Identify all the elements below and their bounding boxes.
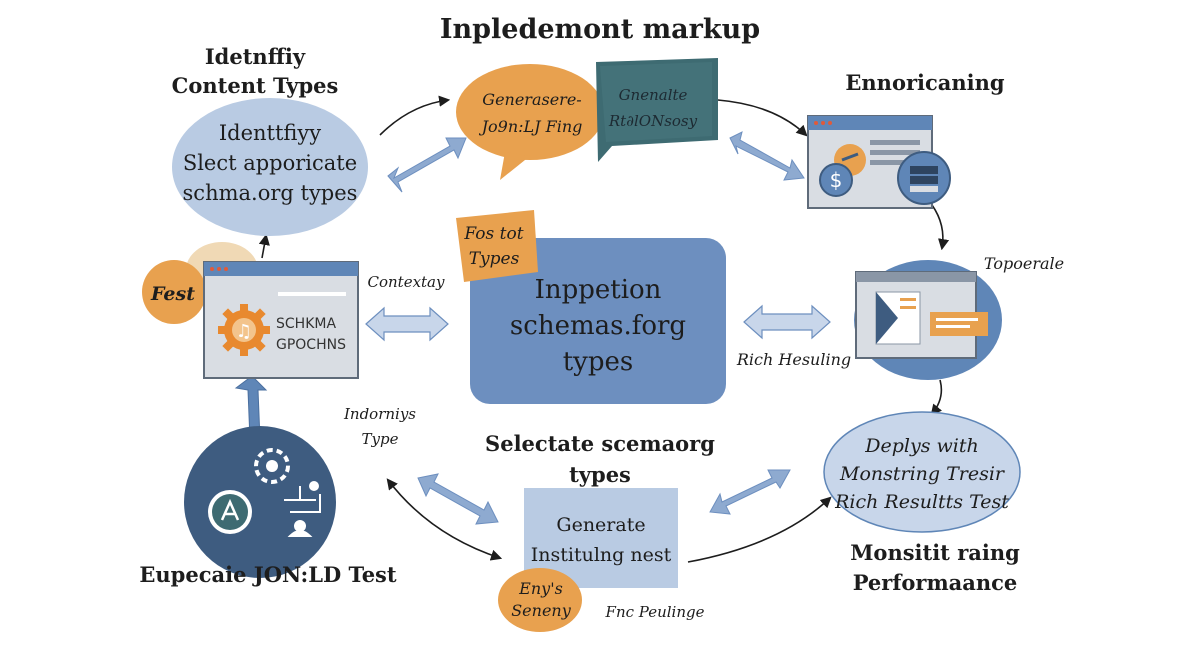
monitoring-heading: Monsitit raing Performaance [850,540,1020,595]
block-arrow [709,469,791,515]
connector-arrow [931,204,950,251]
block-arrow [743,304,831,340]
fnc-label: Fnc Peulinge [605,603,705,621]
select-heading: Selectate scemaorg types [485,431,715,487]
test-circle [184,426,336,578]
user-network-icon [284,481,321,537]
block-arrow [387,137,467,193]
svg-text:♫: ♫ [236,321,252,342]
center-box-text: Inppetion schemas.forg types [509,275,687,377]
schema-window-text: SCHKMA GPOCHNS [276,316,346,353]
sticky-note [456,210,538,282]
gear-icon [254,448,290,484]
generate-bubble-text: Generasere- Jo9n:LJ Fing [481,90,583,136]
deploy-oval [823,411,1021,533]
block-arrow [365,306,449,342]
envy-oval [498,568,582,632]
connector-arrow [379,95,451,136]
connector-arrow [386,478,503,561]
test-heading: Eupecaie JON:LD Test [139,562,397,587]
diagram-title: Inpledemont markup [439,14,761,45]
center-box [470,238,726,404]
connector-arrow [687,496,832,563]
identify-heading: Idetnffiy Content Types [171,44,339,98]
fest-circle [142,260,206,324]
connector-arrow [717,99,808,137]
identify-oval [172,98,368,236]
fest-label: Fest [150,283,195,305]
svg-text:$: $ [830,168,843,192]
generate-flag-text: Gnenalte Rt∂lONsosy [608,86,698,130]
identify-oval-text: Identtfiyy Slect apporicate schma.org ty… [182,121,358,205]
block-arrow [417,473,499,525]
speech-bubble-orange [456,64,604,180]
typography-label: Topoerale [983,254,1065,273]
dollar-icon: $ [819,163,853,197]
gear-music-icon: ♫ [218,304,270,356]
indoctrinary-label: Indorniys Type [343,405,417,448]
rich-label: Rich Hesuling [736,350,852,369]
document-icon [855,271,988,359]
envy-label: Eny's Seneny [511,579,571,620]
connector-arrow [930,379,943,416]
deploy-text: Deplys with Monstring Tresir Rich Result… [835,435,1009,513]
generate-box-text: Generate Institulng nest [530,514,672,566]
triangle-badge-icon [208,490,252,534]
contextual-label: Contextay [367,273,445,291]
speech-bubble-teal [596,58,718,162]
connector-arrow [258,233,270,259]
server-icon [897,151,951,205]
sticky-note-text: Fos tot Types [464,224,524,269]
enhancing-heading: Ennoricaning [845,70,1005,95]
block-arrow [729,131,805,181]
